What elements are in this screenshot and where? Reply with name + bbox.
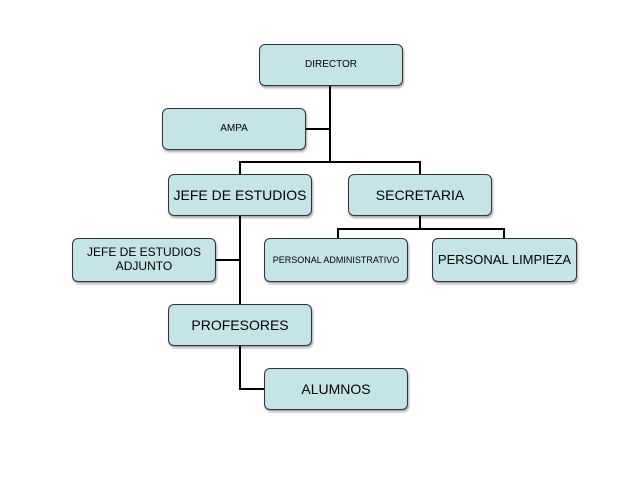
node-jefe-adjunto-line2: ADJUNTO (115, 259, 173, 273)
connector-jefe-adjunto (216, 259, 240, 261)
connector-jefe-down (239, 216, 241, 304)
connector-to-secretaria (419, 161, 421, 174)
connector-director-down (329, 86, 331, 162)
node-profesores: PROFESORES (168, 304, 312, 346)
node-jefe-de-estudios-adjunto: JEFE DE ESTUDIOS ADJUNTO (72, 238, 216, 282)
node-personal-limpieza-label: PERSONAL LIMPIEZA (437, 251, 572, 267)
connector-secretaria-down (419, 216, 421, 229)
node-jefe-de-estudios: JEFE DE ESTUDIOS (168, 174, 312, 216)
node-ampa: AMPA (162, 108, 306, 150)
node-profesores-label: PROFESORES (191, 316, 289, 333)
connector-level2-bar (239, 161, 421, 163)
node-jefe-de-estudios-label: JEFE DE ESTUDIOS (173, 186, 307, 203)
node-director-label: DIRECTOR (304, 59, 358, 71)
node-director: DIRECTOR (259, 44, 403, 86)
node-personal-administrativo: PERSONAL ADMINISTRATIVO (264, 238, 408, 282)
connector-personal-bar (337, 228, 505, 230)
node-secretaria-label: SECRETARIA (375, 186, 465, 203)
connector-to-jefe (239, 161, 241, 174)
connector-ampa (306, 128, 330, 130)
node-jefe-adjunto-line1: JEFE DE ESTUDIOS (86, 245, 202, 260)
node-alumnos: ALUMNOS (264, 368, 408, 410)
connector-to-alumnos (239, 388, 264, 390)
node-ampa-label: AMPA (220, 123, 248, 135)
node-personal-limpieza: PERSONAL LIMPIEZA (432, 238, 577, 282)
node-personal-administrativo-label: PERSONAL ADMINISTRATIVO (272, 254, 400, 265)
node-secretaria: SECRETARIA (348, 174, 492, 216)
node-alumnos-label: ALUMNOS (301, 380, 371, 397)
connector-to-limpieza (503, 228, 505, 238)
connector-profesores-down (239, 346, 241, 390)
connector-to-administrativo (337, 228, 339, 238)
